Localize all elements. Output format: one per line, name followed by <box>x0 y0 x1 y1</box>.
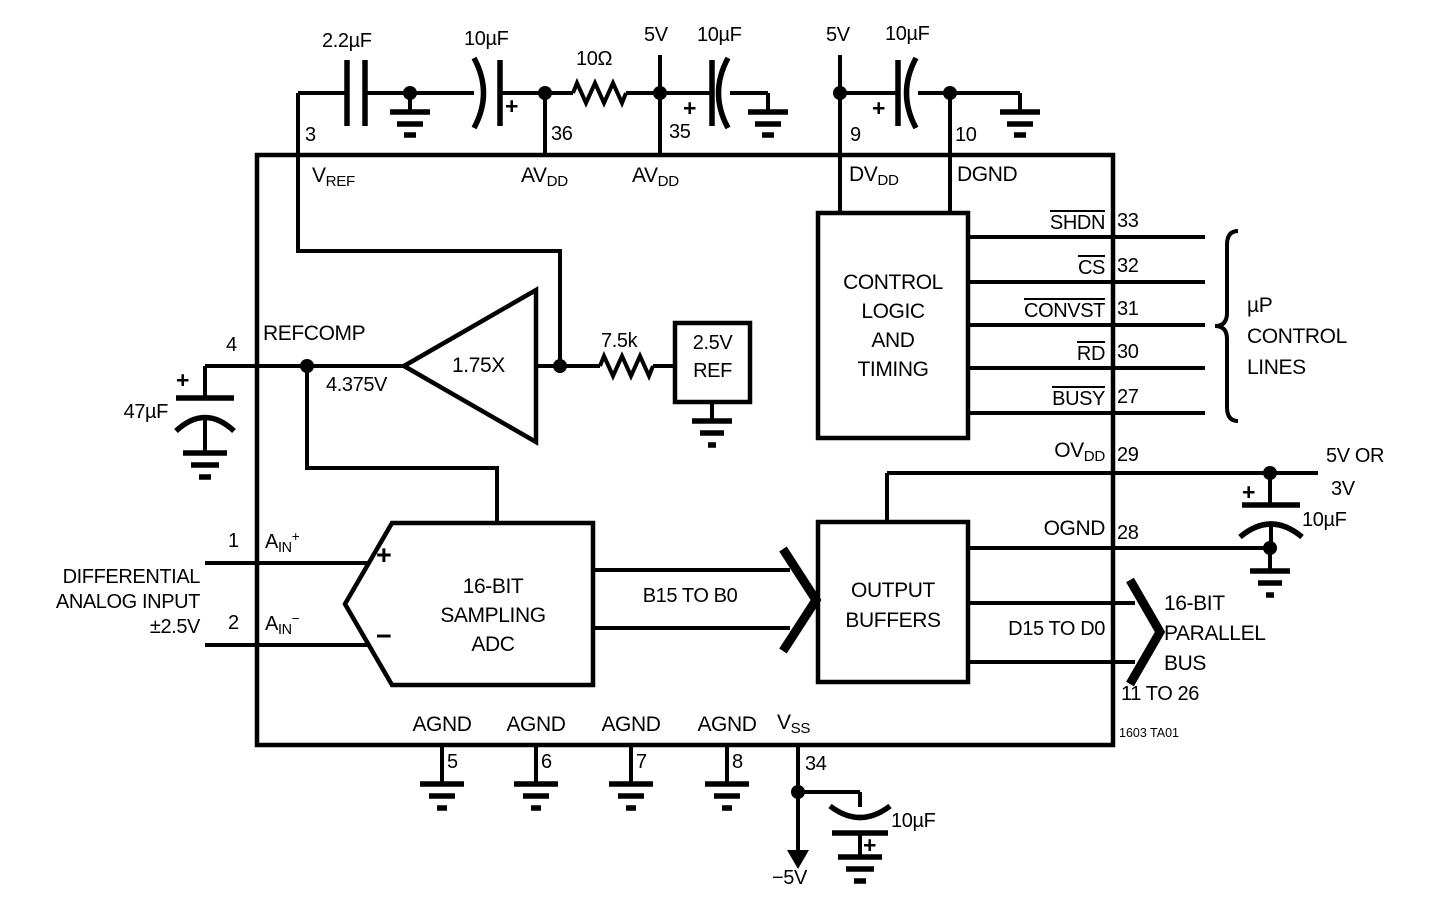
pin-7-number: 7 <box>636 751 647 773</box>
pin-dvdd-label: DVDD <box>849 163 899 190</box>
signal-cs-label: CS <box>1078 255 1105 279</box>
pin-29-number: 29 <box>1117 444 1139 466</box>
pin-3-number: 3 <box>305 124 316 146</box>
resistor-10ohm <box>571 77 628 109</box>
cap-10u-right-plus: + <box>1242 479 1256 505</box>
cap-2u2-label: 2.2µF <box>322 30 372 52</box>
signal-convst-label: CONVST <box>1024 298 1105 322</box>
supply-5v-or-label: 5V OR <box>1326 445 1385 467</box>
pin-agnd-label-2: AGND <box>506 713 566 736</box>
signal-shdn-label: SHDN <box>1049 210 1105 234</box>
refcomp-voltage-label: 4.375V <box>326 374 387 396</box>
cap-47u-label: 47µF <box>123 401 169 423</box>
pin-28-number: 28 <box>1117 522 1139 544</box>
resistor-7p5k-label: 7.5k <box>601 330 638 352</box>
pin-36-number: 36 <box>551 123 573 145</box>
pin-32-number: 32 <box>1117 255 1139 277</box>
cap-10u-b-plus: + <box>683 95 697 121</box>
control-logic-text: CONTROL LOGIC AND TIMING <box>843 271 943 381</box>
resistor-10ohm-label: 10Ω <box>576 48 612 70</box>
up-control-brace <box>1214 229 1239 423</box>
pin-30-number: 30 <box>1117 341 1139 363</box>
supply-5v-a-label: 5V <box>644 24 668 46</box>
supply-3v-label: 3V <box>1331 478 1355 500</box>
ref-2v5-text: 2.5V REF <box>692 332 733 382</box>
pin-6-number: 6 <box>541 751 552 773</box>
cap-10u-bottom-plus: + <box>863 832 877 858</box>
adc-plus-sign: + <box>376 540 392 570</box>
pin-8-number: 8 <box>732 751 743 773</box>
cap-10u-b-label: 10µF <box>697 24 742 46</box>
pin-ain-plus-label: AIN+ <box>265 529 300 556</box>
cap-10u-right-label: 10µF <box>1302 509 1347 531</box>
pin-ain-minus-label: AIN− <box>265 611 300 638</box>
pin-dgnd-label: DGND <box>957 163 1018 186</box>
pin-35-number: 35 <box>669 121 691 143</box>
adc-text: 16-BIT SAMPLING ADC <box>440 575 546 656</box>
pin-1-number: 1 <box>228 530 239 552</box>
pin-5-number: 5 <box>447 751 458 773</box>
pin-2-number: 2 <box>228 612 239 634</box>
pin-agnd-label-3: AGND <box>601 713 661 736</box>
parallel-bus-text: 16-BIT PARALLEL BUS <box>1164 592 1266 675</box>
adc-block <box>342 520 596 688</box>
pin-vref-label: VREF <box>312 164 355 191</box>
pin-avdd-label-1: AVDD <box>521 164 568 191</box>
cap-10u-c-plus: + <box>872 95 886 121</box>
cap-47u-plus: + <box>176 367 190 393</box>
resistor-7p5k <box>598 350 655 382</box>
pin-vss-label: VSS <box>777 711 811 738</box>
pin-ovdd-label: OVDD <box>1054 439 1105 466</box>
chip-outline <box>254 152 1116 748</box>
up-control-lines-text: µP CONTROL LINES <box>1247 294 1347 379</box>
adc-minus-sign: − <box>376 621 392 651</box>
bus-b15-label: B15 TO B0 <box>642 585 738 607</box>
pin-refcomp-label: REFCOMP <box>263 322 366 345</box>
cap-10u-c-label: 10µF <box>885 23 930 45</box>
analog-input-text: DIFFERENTIAL ANALOG INPUT ±2.5V <box>55 566 201 638</box>
pin-34-number: 34 <box>805 753 827 775</box>
signal-rd-label: RD <box>1076 341 1105 365</box>
pin-9-number: 9 <box>850 124 861 146</box>
output-buffers-text: OUTPUT BUFFERS <box>845 579 941 632</box>
cap-10u-a-plus: + <box>505 93 519 119</box>
cap-10u-bottom-label: 10µF <box>891 810 936 832</box>
neg5v-label: −5V <box>772 867 807 889</box>
pin-4-number: 4 <box>226 334 237 356</box>
pin-10-number: 10 <box>955 124 977 146</box>
signal-busy-label: BUSY <box>1052 386 1105 410</box>
amp-gain-label: 1.75X <box>452 354 505 377</box>
pin-ognd-label: OGND <box>1043 517 1106 540</box>
parallel-bus-pins-label: 11 TO 26 <box>1121 683 1199 705</box>
pin-agnd-label-4: AGND <box>697 713 757 736</box>
bus-d15-label: D15 TO D0 <box>1008 618 1105 640</box>
pin-27-number: 27 <box>1117 386 1139 408</box>
figure-note: 1603 TA01 <box>1119 726 1180 740</box>
bus-arrowhead-d15 <box>1126 577 1166 687</box>
pin-31-number: 31 <box>1117 298 1139 320</box>
pin-agnd-label-1: AGND <box>412 713 472 736</box>
supply-5v-b-label: 5V <box>826 24 850 46</box>
bus-arrowhead-b15 <box>779 546 822 654</box>
cap-10u-a-label: 10µF <box>464 28 509 50</box>
pin-avdd-label-2: AVDD <box>632 164 679 191</box>
neg5v-arrow <box>787 850 809 869</box>
pin-33-number: 33 <box>1117 210 1139 232</box>
